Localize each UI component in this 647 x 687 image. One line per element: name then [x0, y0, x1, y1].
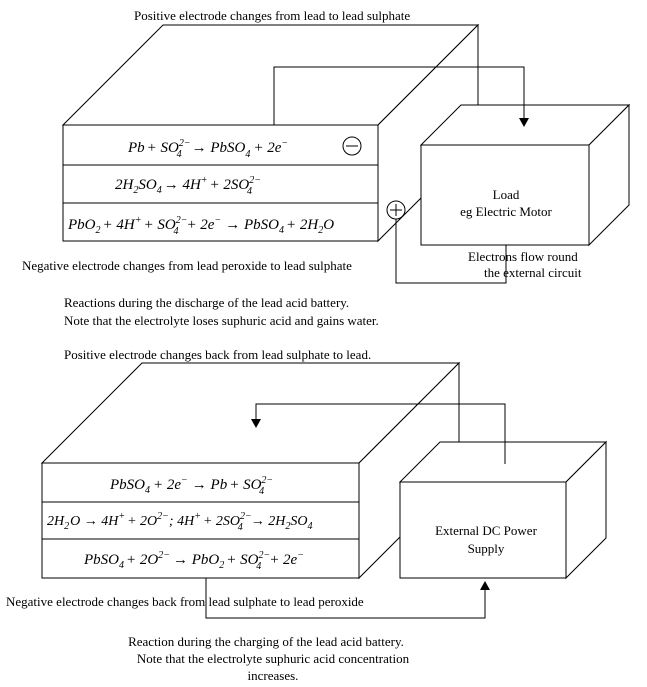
discharge-note-line1: Reactions during the discharge of the le…: [64, 295, 349, 310]
electrons-flow-line2: the external circuit: [484, 265, 582, 280]
discharge-circuit-wire-top: [273, 66, 525, 125]
load-description: eg Electric Motor: [460, 204, 552, 219]
discharge-top-caption: Positive electrode changes from lead to …: [134, 8, 410, 23]
load-label: Load: [493, 187, 520, 202]
discharge-circuit-wire-bottom: [395, 219, 507, 284]
discharge-bottom-caption: Negative electrode changes from lead per…: [22, 258, 352, 273]
discharge-equation-electrolyte: 2H2SO4→ 4H++ 2SO2−4: [115, 175, 261, 197]
arrow-up-icon: [480, 581, 490, 590]
dc-supply-label-line1: External DC Power: [435, 523, 537, 538]
charging-top-caption: Positive electrode changes back from lea…: [64, 347, 371, 362]
charging-equation-electrolyte: 2H2O → 4H++ 2O2−; 4H++ 2SO2−4→ 2H2SO4: [47, 511, 313, 533]
electrons-flow-line1: Electrons flow round: [468, 249, 578, 264]
charging-bottom-caption: Negative electrode changes back from lea…: [6, 594, 364, 609]
discharge-battery-front-face: [62, 124, 379, 242]
charging-circuit-wire-top: [255, 403, 506, 464]
discharge-equation-positive-electrode: Pb+ SO2−4→ PbSO4+ 2e−: [127, 138, 288, 160]
dc-power-supply-box: [398, 440, 608, 580]
discharge-battery: [61, 23, 480, 243]
discharge-note-line2: Note that the electrolyte loses suphuric…: [64, 313, 379, 328]
discharge-equation-negative-electrode: PbO2+ 4H++ SO2−4+ 2e−→ PbSO4+ 2H2O: [67, 215, 334, 237]
arrow-down-icon: [519, 118, 529, 127]
charging-circuit-wire-bottom: [205, 578, 486, 619]
charging-note-line1: Reaction during the charging of the lead…: [128, 634, 404, 649]
charging-battery-front-face: [41, 462, 360, 579]
dc-supply-label-line2: Supply: [468, 541, 505, 556]
charging-battery: [40, 361, 461, 580]
minus-terminal-icon: [342, 136, 362, 156]
charging-note-line2: Note that the electrolyte suphuric acid …: [137, 651, 410, 666]
arrow-down-icon: [251, 419, 261, 428]
charging-note-line3: increases.: [248, 668, 299, 683]
load-box: [419, 103, 631, 247]
charging-equation-positive-electrode: PbSO4+ 2e−→ Pb+ SO2−4: [109, 475, 273, 497]
charging-equation-negative-electrode: PbSO4+ 2O2−→ PbO2+ SO2−4+ 2e−: [83, 550, 304, 572]
